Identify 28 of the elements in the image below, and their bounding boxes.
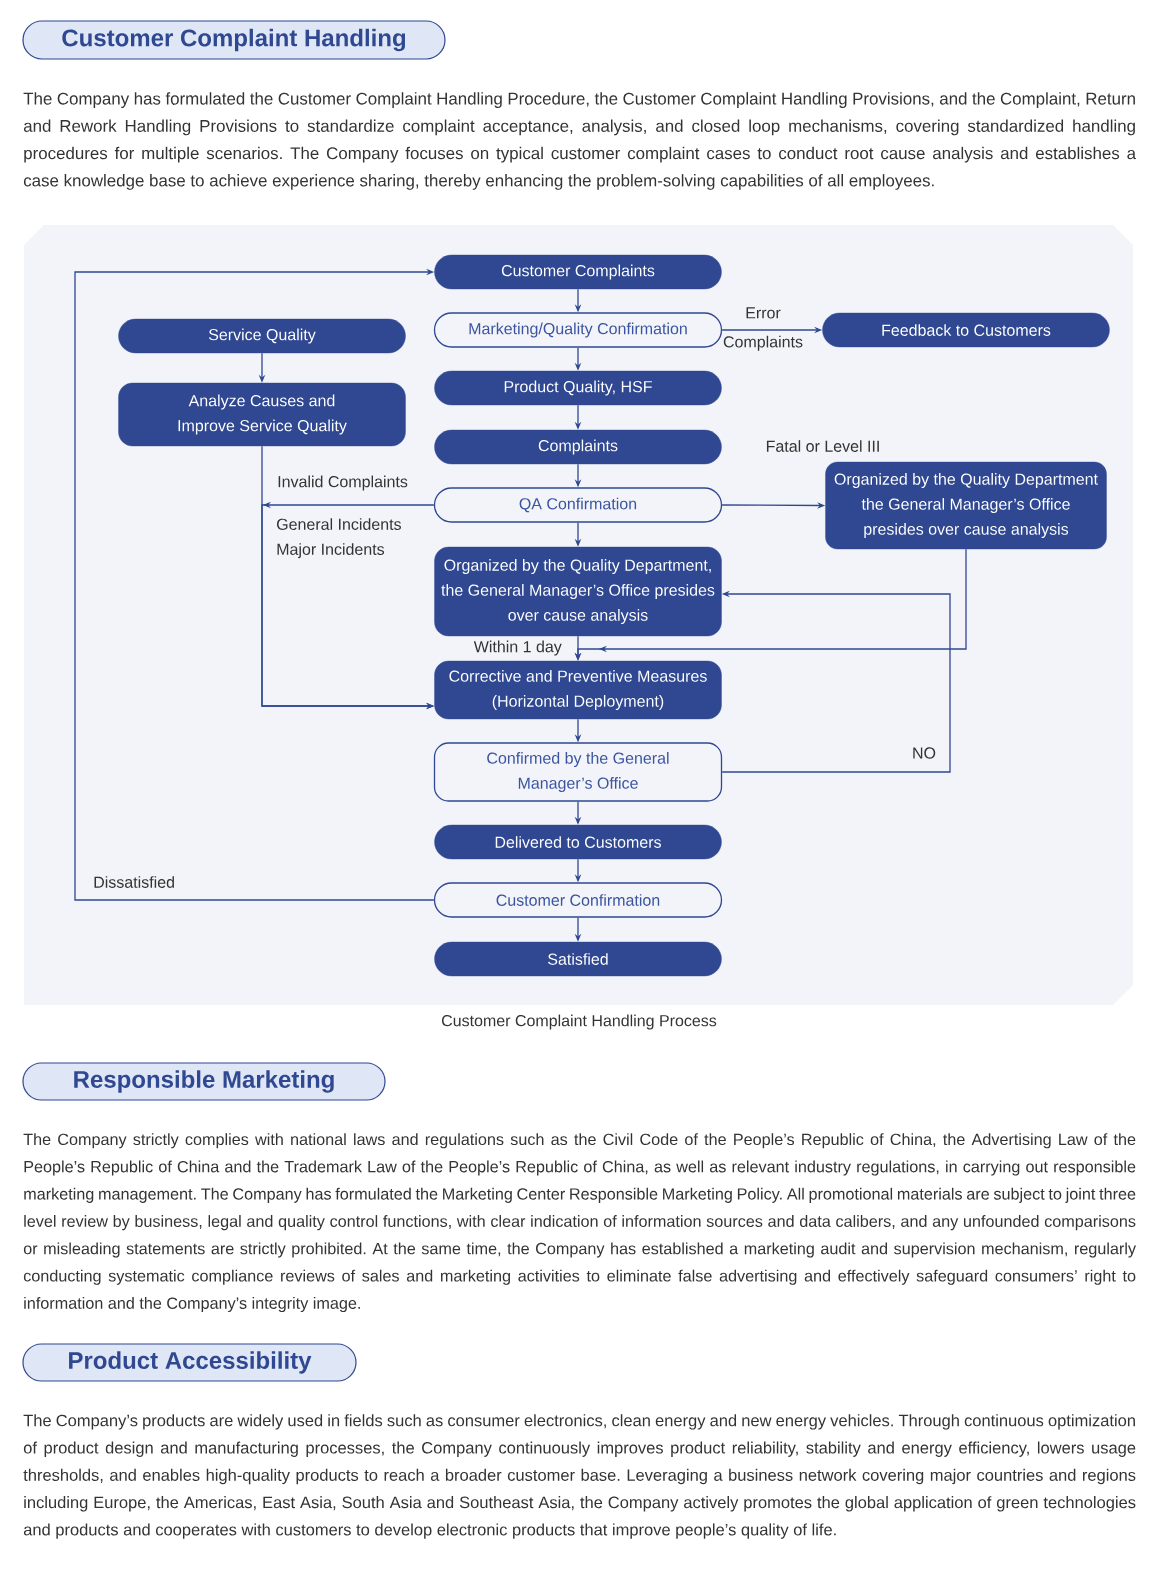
body-paragraph: The Company’s products are widely used in fields such as consumer electronics, clean energy and new energy vehicles. Through continuous optimization of product design and manufacturing processes, the Company continuously improves product reliability, stability and energy efficiency, lowers usage thresholds, and enables high-quality products to reach a broader customer base. Leveraging a business network covering major countries and regions including Europe, the Americas, East Asia, South Asia and Southeast Asia, the Company actively promotes the global application of green technologies and products and cooperates with customers to develop electronic products that improve people’s quality of life. bbox=[23, 1414, 1136, 1539]
edge-label: Fatal or Level III bbox=[764, 439, 882, 453]
arrow bbox=[74, 268, 435, 901]
edge-label: Dissatisfied bbox=[92, 875, 176, 889]
process-box: Analyze Causes and Improve Service Quality bbox=[118, 382, 406, 447]
process-box: Product Quality, HSF bbox=[434, 370, 722, 406]
decision-box: QA Confirmation bbox=[433, 487, 723, 523]
decision-box: Marketing/Quality Confirmation bbox=[433, 312, 723, 348]
process-box: Organized by the Quality Department, the General Manager’s Office presides over cause analysis bbox=[434, 546, 722, 637]
edge-label: Error Complaints bbox=[723, 307, 803, 351]
process-box: Corrective and Preventive Measures (Horizontal Deployment) bbox=[434, 660, 722, 720]
process-box: Customer Complaints bbox=[434, 254, 722, 290]
body-paragraph: The Company has formulated the Customer Complaint Handling Procedure, the Customer Complaint Handling Provisions, and the Complaint, Return and Rework Handling Provisions to standardize complaint acceptance, analysis, and closed loop mechanisms, covering standardized handling procedures for multiple scenarios. The Company focuses on typical customer complaint cases to conduct root cause analysis and establishes a case knowledge base to achieve experience sharing, thereby enhancing the problem-solving capabilities of all employees. bbox=[23, 92, 1137, 190]
decision-box: Confirmed by the General Manager’s Office bbox=[433, 742, 723, 802]
section-heading: Customer Complaint Handling bbox=[22, 20, 446, 60]
process-box: Complaints bbox=[434, 429, 722, 465]
process-box: Satisfied bbox=[434, 941, 722, 977]
edge-label: NO bbox=[911, 746, 937, 760]
process-box: Feedback to Customers bbox=[822, 312, 1110, 348]
decision-box: Customer Confirmation bbox=[433, 882, 723, 918]
body-paragraph: The Company strictly complies with national laws and regulations such as the Civil Code of the People’s Republic of China, the Advertising Law of the People’s Republic of China and the Trademark Law of the People’s Republic of China, as well as relevant industry regulations, in carrying out responsible marketing management. The Company has formulated the Marketing Center Responsible Marketing Policy. All promotional materials are subject to joint three level review by business, legal and quality control functions, with clear indication of information sources and data calibers, and any unfounded comparisons or misleading statements are strictly prohibited. At the same time, the Company has established a marketing audit and supervision mechanism, regularly conducting systematic compliance reviews of sales and marketing activities to eliminate false advertising and effectively safeguard consumers’ right to information and the Company’s integrity image. bbox=[23, 1133, 1136, 1313]
section-heading: Responsible Marketing bbox=[22, 1062, 386, 1101]
section-heading: Product Accessibility bbox=[22, 1343, 357, 1382]
process-box: Organized by the Quality Department the General Manager’s Office presides over cause analysis bbox=[825, 461, 1107, 550]
figure-caption: Customer Complaint Handling Process bbox=[442, 1014, 717, 1030]
incident-note: General Incidents Major Incidents bbox=[277, 518, 401, 559]
process-box: Delivered to Customers bbox=[434, 824, 722, 860]
process-box: Service Quality bbox=[118, 318, 406, 354]
